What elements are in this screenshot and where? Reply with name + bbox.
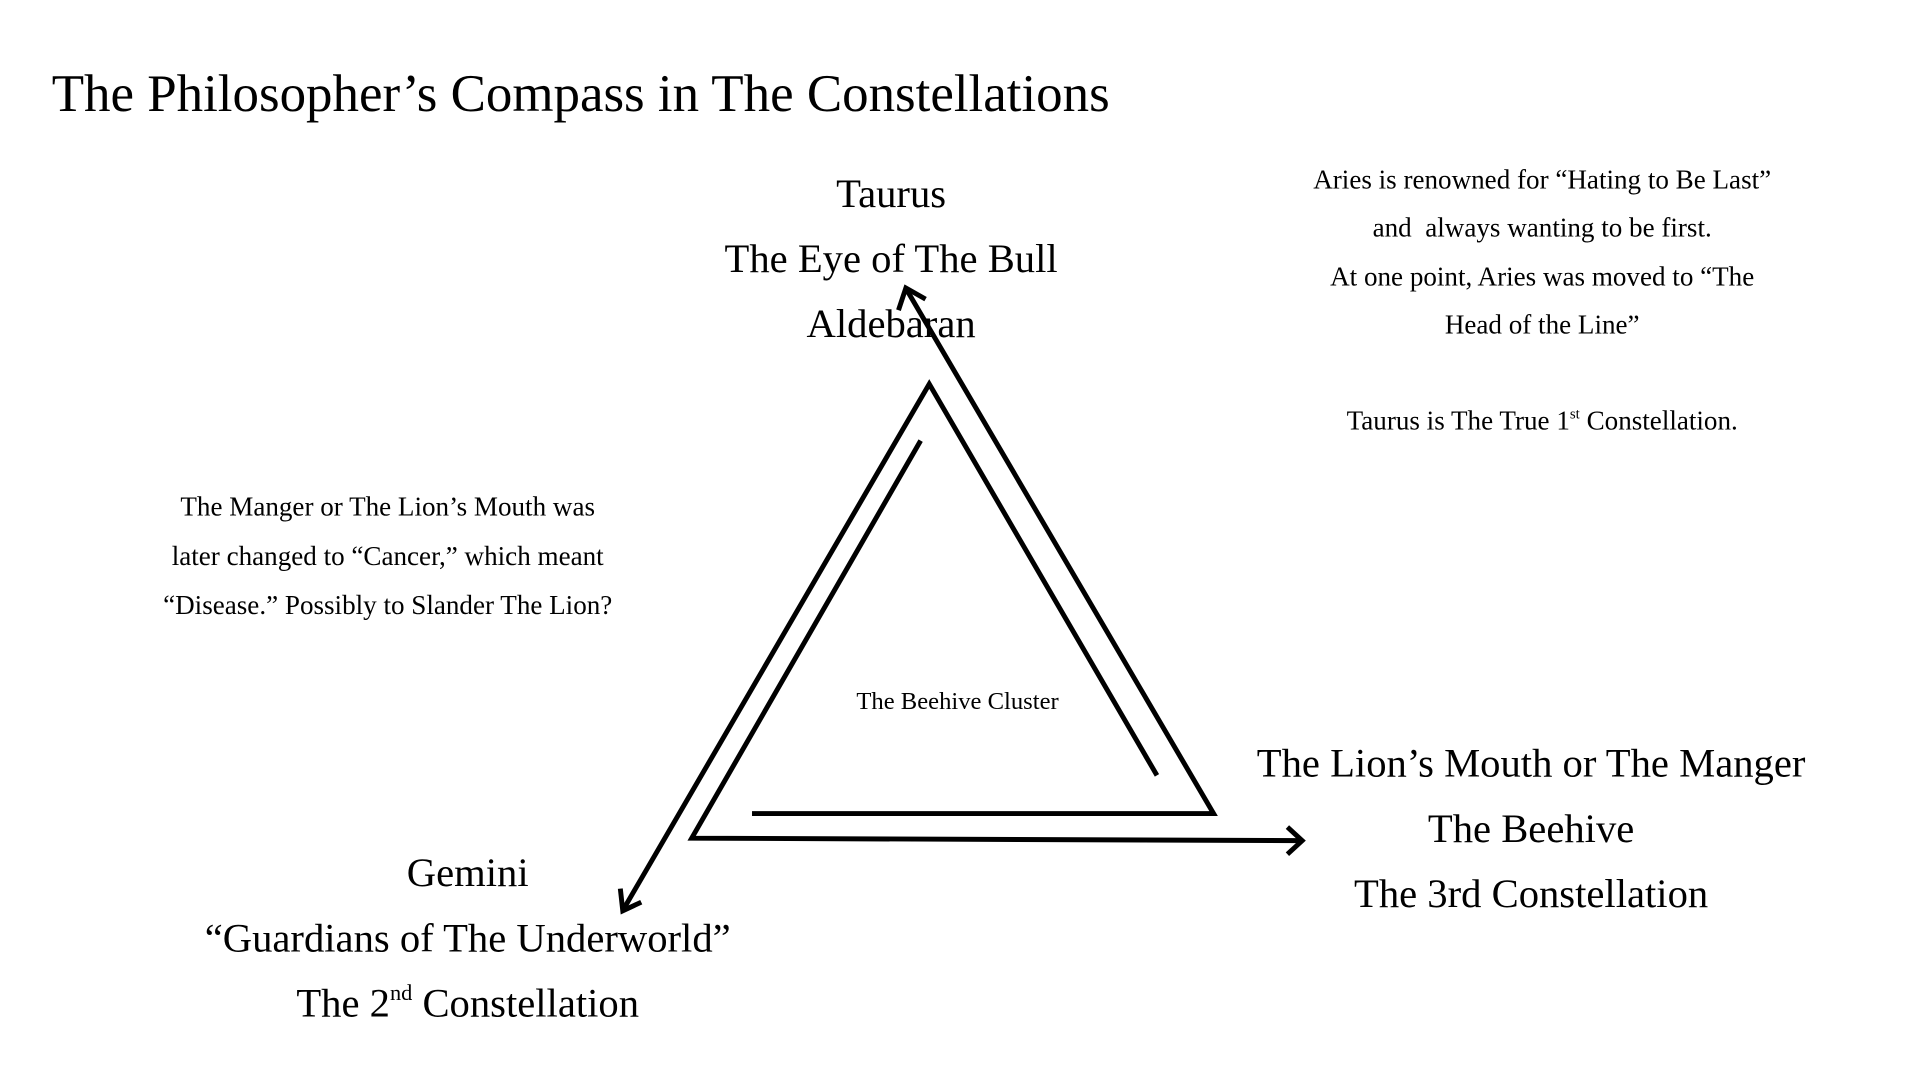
gemini-line: Gemini [406,851,529,897]
leo-arrowhead [1285,825,1306,856]
note-line: “Disease.” Possibly to Slander The Lion? [163,589,613,621]
taurus-arrow-path [752,289,1218,817]
note-line: At one point, Aries was moved to “The [1330,260,1755,292]
note-line: The Manger or The Lion’s Mouth was [180,491,596,522]
gemini-arrowhead [617,888,643,915]
note-line: later changed to “Cancer,” which meant [171,540,604,572]
leo-line: The 3rd Constellation [1354,872,1709,917]
gemini-line: The 2nd Constellation [296,980,640,1027]
page-title: The Philosopher’s Compass in The Constel… [51,65,1110,124]
cancer-note: The Manger or The Lion’s Mouth was later… [163,482,612,630]
gemini-label: Gemini “Guardians of The Underworld” The… [205,842,731,1038]
leo-line: The Beehive [1427,807,1635,852]
taurus-line: The Eye of The Bull [724,237,1058,282]
note-line: Head of the Line” [1444,308,1640,340]
leo-label: The Lion’s Mouth or The Manger The Beehi… [1257,732,1806,928]
true-first-line: Taurus is The True 1st Constellation. [1346,405,1738,437]
taurus-line: Taurus [836,172,947,217]
taurus-arrowhead [896,284,927,311]
aries-note: Aries is renowned for “Hating to Be Last… [1313,155,1771,445]
note-line: and always wanting to be first. [1372,212,1712,243]
leo-line: The Lion’s Mouth or The Manger [1256,742,1806,787]
gemini-line: “Guardians of The Underworld” [204,916,731,962]
taurus-label: Taurus The Eye of The Bull Aldebaran [725,162,1058,358]
note-line: Aries is renowned for “Hating to Be Last… [1313,163,1772,195]
taurus-line: Aldebaran [806,302,976,348]
gemini-arrow-path [621,379,1160,910]
beehive-cluster-label: The Beehive Cluster [856,688,1059,716]
leo-arrow-path [687,439,1300,844]
